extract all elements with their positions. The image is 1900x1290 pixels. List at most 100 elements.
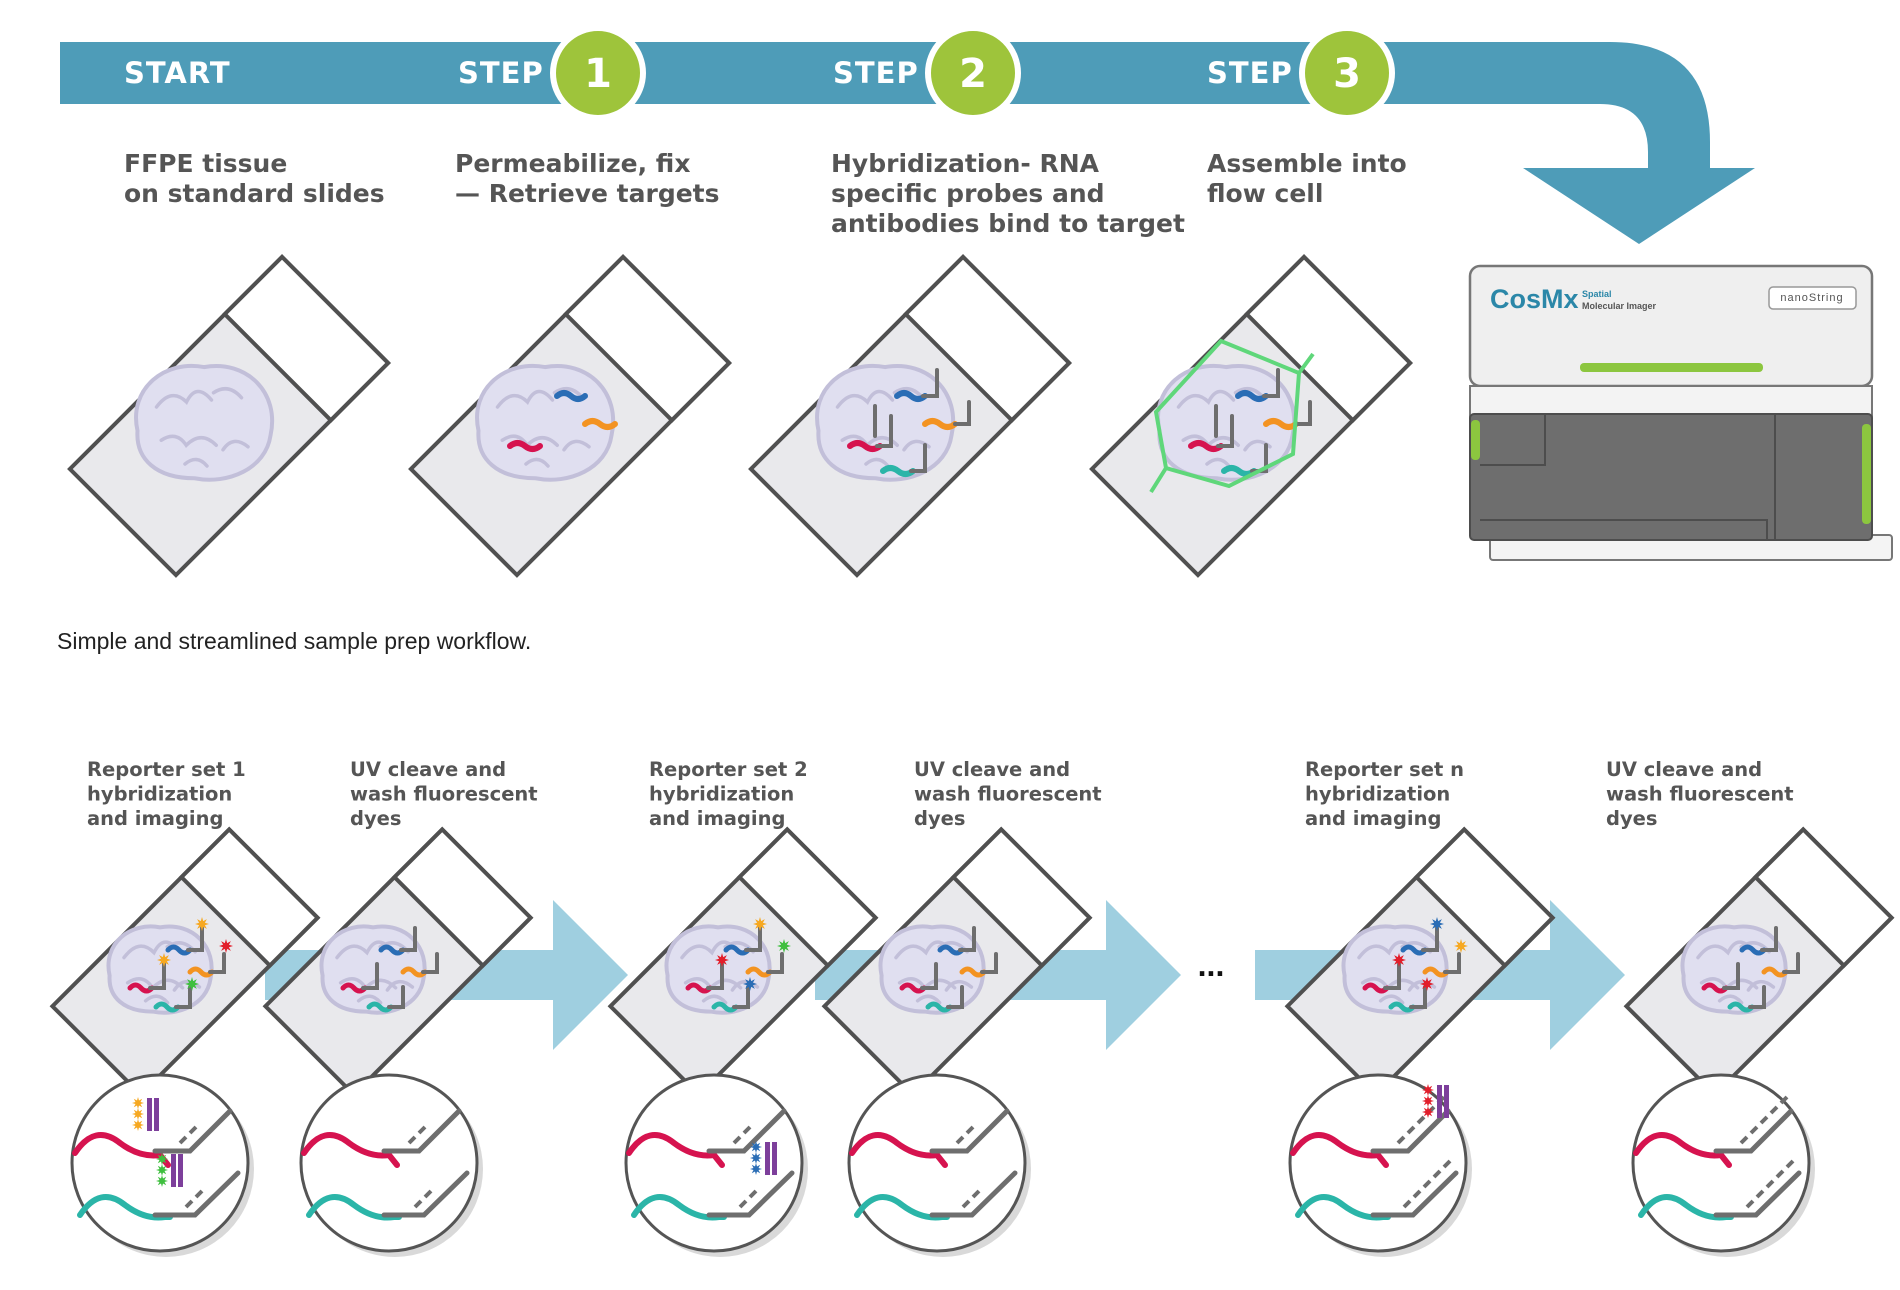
- step-badge-3: [1299, 25, 1395, 121]
- slide-label-area: [736, 826, 879, 969]
- fluorescent-dye: [185, 977, 199, 991]
- step-heading-1: Permeabilize, fix— Retrieve targets: [455, 149, 720, 208]
- nanostring-logo: nanoString: [1780, 292, 1843, 304]
- fluorescent-dye: [715, 953, 729, 967]
- nanostring-logo-box: [1768, 286, 1857, 310]
- magnified-view-4: [1288, 1073, 1472, 1257]
- fluorescent-dye: [156, 1175, 168, 1187]
- bound-probes: [127, 917, 233, 1013]
- rna-targets: [847, 368, 971, 477]
- slide-label-area: [950, 826, 1093, 969]
- cosmx-instrument: CosMx Spatial Molecular Imager nanoStrin…: [1468, 264, 1893, 561]
- magnifier-circle: [847, 1073, 1027, 1253]
- bound-probes: [685, 917, 791, 1013]
- step-number-3: 3: [1333, 51, 1361, 97]
- fluorescent-dye: [750, 1141, 762, 1153]
- top-slide-3: [1089, 254, 1413, 578]
- step-badge-2: [925, 25, 1021, 121]
- magnified-view-5: [1631, 1073, 1815, 1257]
- tissue-section: [878, 924, 986, 1015]
- step-number-1: 1: [584, 51, 612, 97]
- tissue-section: [664, 924, 772, 1015]
- fluorescent-dye: [1422, 1084, 1434, 1096]
- banner-label-0: START: [124, 56, 231, 90]
- instrument-front-panel: [1469, 413, 1873, 541]
- banner-label-3: STEP: [1207, 56, 1293, 90]
- fluorescent-dye: [743, 977, 757, 991]
- banner-label-2: STEP: [833, 56, 919, 90]
- slide-label-area: [1752, 826, 1895, 969]
- cycle-slide-2: [607, 826, 879, 1098]
- fluorescent-dye: [777, 939, 791, 953]
- fluorescent-dye: [1422, 1095, 1434, 1107]
- flow-cell-outline: [1149, 338, 1315, 494]
- reporter-barcode: [765, 1142, 770, 1175]
- fluorescent-dye: [195, 917, 209, 931]
- step-number-2: 2: [959, 51, 987, 97]
- instrument-subtitle-1: Spatial: [1582, 289, 1612, 299]
- magnifier-circle: [299, 1073, 479, 1253]
- fluorescent-dye: [1420, 977, 1434, 991]
- slide-label-area: [1243, 254, 1413, 424]
- magnified-view-1: [299, 1073, 483, 1257]
- slide-label-area: [178, 826, 321, 969]
- magnified-view-3: [847, 1073, 1031, 1257]
- fluorescent-dye: [753, 917, 767, 931]
- slide-label-area: [1413, 826, 1556, 969]
- slide-label-area: [221, 254, 391, 424]
- cycle-slide-1: [262, 826, 534, 1098]
- step-badge-1: [550, 25, 646, 121]
- slide-label-area: [562, 254, 732, 424]
- bound-probes: [899, 926, 998, 1013]
- bound-probes: [1701, 926, 1800, 1013]
- magnified-view-2: [624, 1073, 808, 1257]
- fluorescent-dye: [1454, 939, 1468, 953]
- fluorescent-dye: [219, 939, 233, 953]
- magnified-view-0: [70, 1073, 254, 1257]
- rna-targets: [507, 390, 618, 452]
- bound-probes: [340, 926, 439, 1013]
- fluorescent-dye: [1422, 1106, 1434, 1118]
- instrument-door-lines: [1480, 414, 1776, 540]
- top-slide-2: [748, 254, 1072, 578]
- reporter-barcode: [1437, 1085, 1442, 1118]
- instrument-right-handle: [1862, 424, 1871, 524]
- fluorescent-dye: [750, 1163, 762, 1175]
- cycle-slide-0: [49, 826, 321, 1098]
- fluorescent-dye: [1430, 917, 1444, 931]
- tissue-section: [134, 363, 275, 482]
- top-slide-1: [408, 254, 732, 578]
- rna-targets: [1188, 368, 1312, 477]
- fluorescent-dye: [132, 1119, 144, 1131]
- instrument-subtitle-2: Molecular Imager: [1582, 301, 1657, 311]
- instrument-brand: CosMx: [1490, 284, 1579, 314]
- cycle-slide-5: [1623, 826, 1895, 1098]
- bound-probes: [1362, 917, 1468, 1013]
- top-slide-0: [67, 254, 391, 578]
- reporter-barcode: [171, 1154, 176, 1187]
- instrument-left-handle: [1471, 420, 1480, 460]
- fluorescent-dye: [132, 1108, 144, 1120]
- fluorescent-dye: [750, 1152, 762, 1164]
- tissue-section: [475, 363, 616, 482]
- fluorescent-dye: [156, 1164, 168, 1176]
- fluorescent-dye: [132, 1097, 144, 1109]
- ellipsis: ...: [1198, 947, 1225, 983]
- fluorescent-dye: [156, 1153, 168, 1165]
- reporter-barcode: [147, 1098, 152, 1131]
- banner-label-1: STEP: [458, 56, 544, 90]
- figure-caption: Simple and streamlined sample prep workf…: [57, 628, 532, 654]
- instrument-status-bar: [1580, 363, 1763, 372]
- tissue-section: [815, 363, 956, 482]
- slide-label-area: [902, 254, 1072, 424]
- cycle-slide-3: [821, 826, 1093, 1098]
- fluorescent-dye: [1392, 953, 1406, 967]
